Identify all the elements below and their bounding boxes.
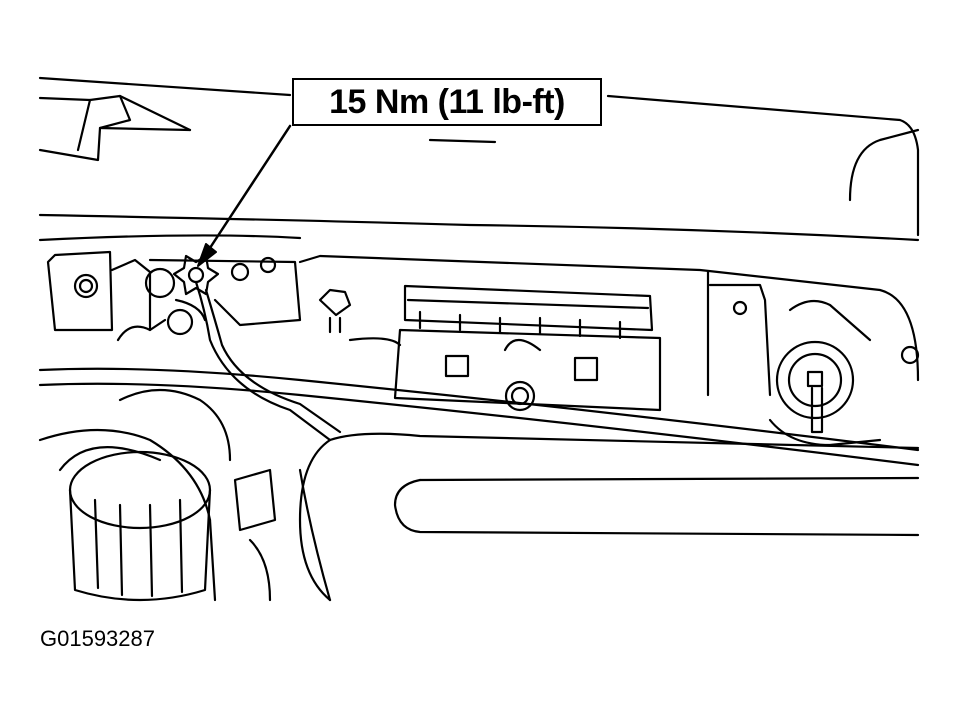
intake-duct bbox=[298, 432, 920, 602]
right-mount bbox=[768, 299, 882, 447]
torque-spec-label: 15 Nm (11 lb-ft) bbox=[329, 82, 565, 121]
figure-id-label: G01593287 bbox=[40, 626, 155, 651]
ground-stud bbox=[166, 254, 220, 336]
firewall-bracket bbox=[46, 250, 920, 397]
cowl-upper-panel bbox=[38, 76, 920, 242]
center-module bbox=[318, 284, 662, 412]
torque-callout-box: 15 Nm (11 lb-ft) bbox=[292, 78, 602, 126]
left-components bbox=[38, 388, 277, 602]
callout-leader-arrow bbox=[197, 124, 292, 267]
